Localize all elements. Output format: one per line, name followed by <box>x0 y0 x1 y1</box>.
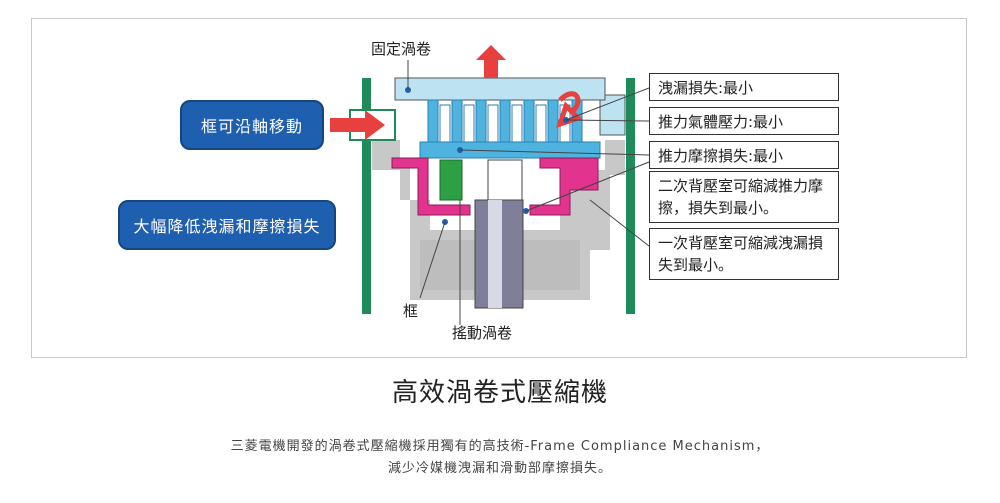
diagram-frame <box>31 18 967 358</box>
green-chamber <box>439 159 463 201</box>
seal-magenta-left <box>391 157 471 216</box>
description-line-2: 減少冷媒機洩漏和滑動部摩擦損失。 <box>387 461 612 476</box>
outlet-arrow <box>476 45 506 78</box>
description-line-1: 三菱電機開發的渦卷式壓縮機採用獨有的高技術-Frame Compliance M… <box>230 439 770 454</box>
pill-axial-move: 框可沿軸移動 <box>180 100 324 150</box>
pill-reduce-loss: 大幅降低洩漏和摩擦損失 <box>118 200 336 250</box>
label-frame: 框 <box>403 302 419 320</box>
leader-lines <box>407 60 650 325</box>
fixed-scroll-plate <box>394 77 606 101</box>
label-fixed-scroll: 固定渦卷 <box>371 40 432 58</box>
leak-arrow <box>556 91 583 128</box>
shaft-upper <box>487 159 523 201</box>
callout-second-back: 二次背壓室可縮減推力摩擦，損失到最小。 <box>649 171 839 223</box>
description: 三菱電機開發的渦卷式壓縮機採用獨有的高技術-Frame Compliance M… <box>0 436 1000 480</box>
label-orbiting-scroll: 搖動渦卷 <box>452 324 513 342</box>
inlet-arrow <box>330 110 385 140</box>
callout-thrust-friction: 推力摩擦損失:最小 <box>649 141 839 169</box>
seal-magenta-right <box>529 157 599 216</box>
page-title: 高效渦卷式壓縮機 <box>391 378 608 408</box>
orbiting-scroll-plate <box>419 141 601 159</box>
frame-wall-left <box>362 78 371 314</box>
shaft-highlight <box>488 200 502 308</box>
callout-thrust-gas: 推力氣體壓力:最小 <box>649 107 839 135</box>
callout-first-back: 一次背壓室可縮減洩漏損失到最小。 <box>649 228 839 280</box>
frame-wall-right <box>626 78 635 314</box>
callout-leak-loss: 洩漏損失:最小 <box>649 73 839 101</box>
